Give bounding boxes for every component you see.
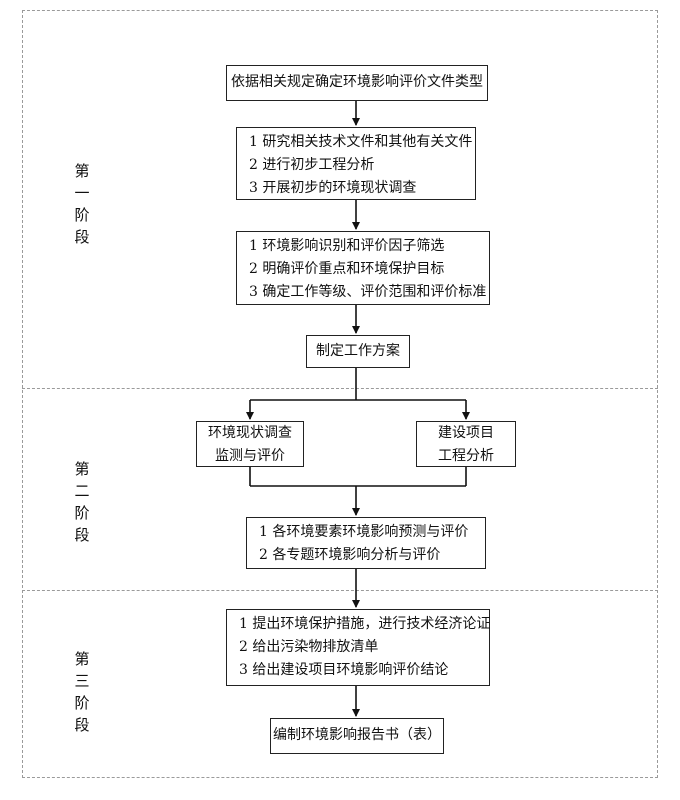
box-report-line-1: 编制环境影响报告书（表） [273,727,441,743]
box-identify-line-1: 1 环境影响识别和评价因子筛选 [249,238,445,254]
diagram-frame [22,10,658,778]
box-research: 1 研究相关技术文件和其他有关文件 2 进行初步工程分析 3 开展初步的环境现状… [236,127,476,200]
box-research-line-1: 1 研究相关技术文件和其他有关文件 [249,134,473,150]
box-research-line-3: 3 开展初步的环境现状调查 [249,180,417,196]
box-measures: 1 提出环境保护措施，进行技术经济论证 2 给出污染物排放清单 3 给出建设项目… [226,609,490,686]
box-identify-line-3: 3 确定工作等级、评价范围和评价标准 [249,284,487,300]
box-report: 编制环境影响报告书（表） [270,718,444,754]
stage-label-3: 第三阶段 [70,648,94,736]
box-identify: 1 环境影响识别和评价因子筛选 2 明确评价重点和环境保护目标 3 确定工作等级… [236,231,490,305]
box-plan-line-1: 制定工作方案 [316,343,400,359]
box-project-analysis: 建设项目 工程分析 [416,421,516,467]
box-survey-line-1: 环境现状调查 [208,425,292,441]
box-prediction-line-2: 2 各专题环境影响分析与评价 [259,547,441,563]
box-determine-type-line-1: 依据相关规定确定环境影响评价文件类型 [231,74,483,90]
box-prediction: 1 各环境要素环境影响预测与评价 2 各专题环境影响分析与评价 [246,517,486,569]
stage-label-1: 第一阶段 [70,160,94,248]
box-prediction-line-1: 1 各环境要素环境影响预测与评价 [259,524,469,540]
box-survey-line-2: 监测与评价 [215,448,285,464]
stage-divider-1 [22,388,658,389]
stage-divider-2 [22,590,658,591]
stage-label-2-text: 第二阶段 [74,460,90,544]
box-identify-line-2: 2 明确评价重点和环境保护目标 [249,261,445,277]
stage-label-2: 第二阶段 [70,458,94,546]
box-measures-line-3: 3 给出建设项目环境影响评价结论 [239,662,449,678]
box-determine-type: 依据相关规定确定环境影响评价文件类型 [226,65,488,101]
box-measures-line-2: 2 给出污染物排放清单 [239,639,379,655]
box-research-line-2: 2 进行初步工程分析 [249,157,375,173]
stage-label-1-text: 第一阶段 [74,162,90,246]
box-survey: 环境现状调查 监测与评价 [196,421,304,467]
box-plan: 制定工作方案 [306,335,410,368]
box-project-analysis-line-1: 建设项目 [438,425,494,441]
box-project-analysis-line-2: 工程分析 [438,448,494,464]
stage-label-3-text: 第三阶段 [74,650,90,734]
box-measures-line-1: 1 提出环境保护措施，进行技术经济论证 [239,616,491,632]
